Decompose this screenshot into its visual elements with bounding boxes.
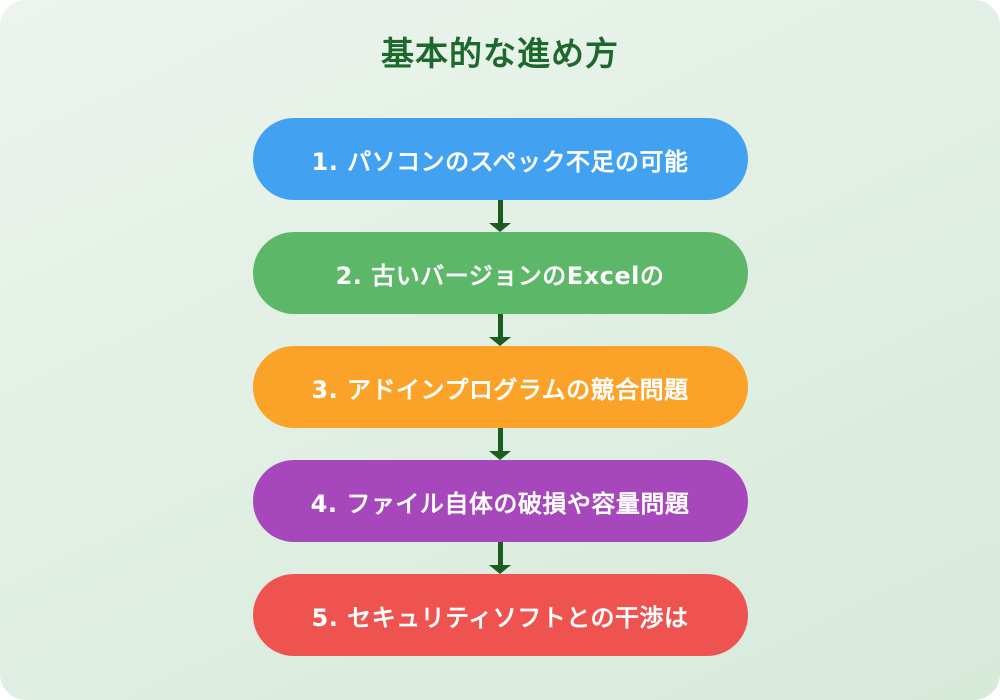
flow-step-3: 3. アドインプログラムの競合問題 xyxy=(252,346,748,428)
down-arrow-icon xyxy=(488,542,512,574)
flow-step-1-label: 1. パソコンのスペック不足の可能 xyxy=(311,147,689,176)
flow-step-2: 2. 古いバージョンのExcelの xyxy=(252,232,748,314)
flow-step-3-label: 3. アドインプログラムの競合問題 xyxy=(311,375,689,404)
arrow-head xyxy=(489,337,511,346)
arrow-shaft xyxy=(497,200,503,223)
flow-step-4: 4. ファイル自体の破損や容量問題 xyxy=(252,460,748,542)
arrow-shaft xyxy=(497,428,503,451)
flow-step-1: 1. パソコンのスペック不足の可能 xyxy=(252,118,748,200)
down-arrow-icon xyxy=(488,428,512,460)
flow-step-2-label: 2. 古いバージョンのExcelの xyxy=(335,261,665,290)
down-arrow-icon xyxy=(488,200,512,232)
flow-step-5-label: 5. セキュリティソフトとの干渉は xyxy=(311,603,689,632)
arrow-shaft xyxy=(497,314,503,337)
flow-step-4-label: 4. ファイル自体の破損や容量問題 xyxy=(310,489,690,518)
arrow-shaft xyxy=(497,542,503,565)
arrow-head xyxy=(489,565,511,574)
arrow-head xyxy=(489,223,511,232)
down-arrow-icon xyxy=(488,314,512,346)
arrow-head xyxy=(489,451,511,460)
flow-chart: 1. パソコンのスペック不足の可能 2. 古いバージョンのExcelの 3. ア… xyxy=(0,118,1000,656)
flow-step-5: 5. セキュリティソフトとの干渉は xyxy=(252,574,748,656)
page-title: 基本的な進め方 xyxy=(381,34,619,73)
